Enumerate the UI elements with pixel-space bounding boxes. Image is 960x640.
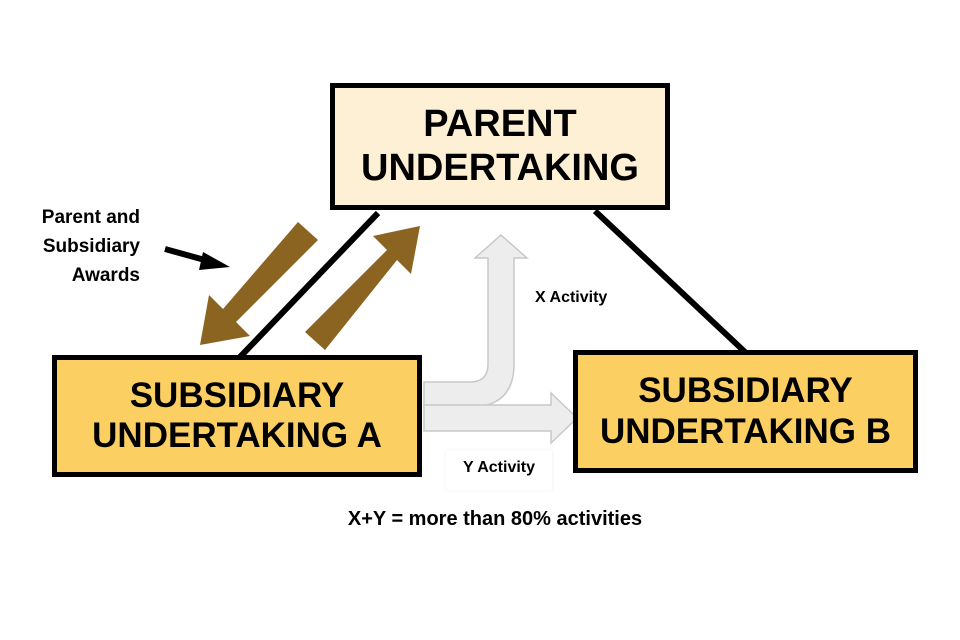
y-activity-arrow bbox=[423, 391, 579, 445]
x-activity-label: X Activity bbox=[535, 289, 608, 306]
awards-annotation-line2: Subsidiary bbox=[42, 236, 140, 257]
subsidiary-b-label-line2: UNDERTAKING B bbox=[599, 411, 891, 451]
subsidiary-a-label-line2: UNDERTAKING A bbox=[92, 416, 382, 455]
connector-parent-subsidiary-b bbox=[592, 208, 748, 355]
subsidiary-b-label-line1: SUBSIDIARY bbox=[638, 371, 853, 411]
parent-label-line1: PARENT bbox=[423, 102, 577, 145]
award-arrow-up bbox=[305, 226, 420, 350]
awards-pointer-arrow bbox=[164, 246, 230, 270]
y-activity-label: Y Activity bbox=[446, 450, 552, 490]
connector-parent-subsidiary-a bbox=[237, 210, 381, 360]
award-arrow-down bbox=[200, 222, 318, 345]
awards-annotation-line1: Parent and bbox=[41, 207, 140, 228]
parent-undertaking-box: PARENT UNDERTAKING bbox=[330, 83, 670, 210]
awards-annotation-line3: Awards bbox=[71, 265, 140, 286]
activity-threshold-formula: X+Y = more than 80% activities bbox=[347, 508, 643, 530]
x-activity-arrow bbox=[423, 233, 529, 408]
awards-annotation: Parent and Subsidiary Awards bbox=[0, 203, 140, 290]
subsidiary-undertaking-b-box: SUBSIDIARY UNDERTAKING B bbox=[573, 350, 918, 473]
subsidiary-undertaking-a-box: SUBSIDIARY UNDERTAKING A bbox=[52, 355, 422, 477]
subsidiary-a-label-line1: SUBSIDIARY bbox=[129, 375, 345, 415]
parent-label-line2: UNDERTAKING bbox=[361, 146, 639, 189]
